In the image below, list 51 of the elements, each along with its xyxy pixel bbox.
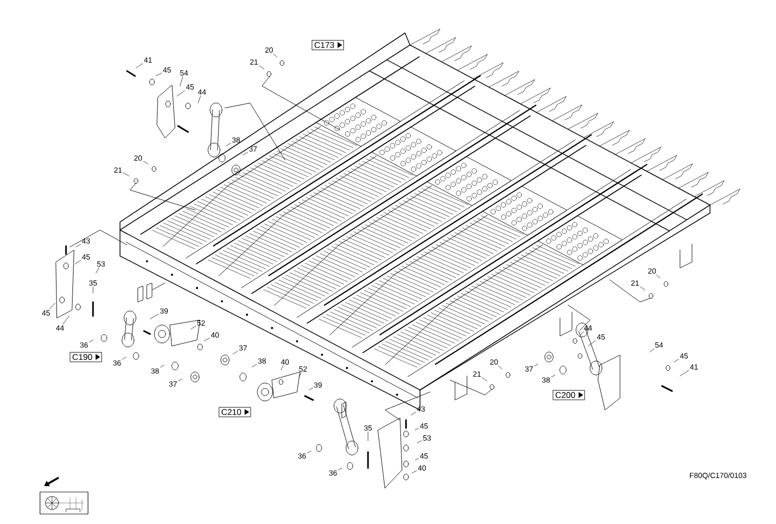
- leader-line: [307, 450, 312, 454]
- leader-line: [226, 143, 231, 146]
- leader-line: [680, 370, 689, 376]
- leader-line: [92, 286, 94, 294]
- leader-line: [122, 356, 126, 360]
- leader-line: [534, 364, 538, 366]
- leader-line: [176, 90, 185, 96]
- leader-line: [410, 412, 416, 416]
- leader-line: [412, 470, 417, 474]
- leader-line: [156, 72, 162, 76]
- leader-line: [180, 76, 184, 86]
- leader-line: [259, 66, 264, 70]
- leader-line: [76, 244, 81, 248]
- leader-line: [198, 96, 201, 104]
- leader-line: [482, 378, 488, 382]
- leader-line: [580, 332, 584, 336]
- leader-line: [252, 364, 257, 368]
- leader-line: [62, 316, 70, 324]
- leader-line: [656, 274, 660, 278]
- reference-box: C190: [70, 352, 102, 362]
- leader-line: [551, 374, 556, 378]
- leader-line: [674, 359, 679, 362]
- leader-line: [204, 338, 210, 342]
- leader-line: [242, 152, 248, 156]
- leader-line: [414, 428, 419, 430]
- reference-box: C200: [552, 390, 585, 400]
- leader-line: [308, 388, 313, 390]
- leader-line: [232, 351, 238, 354]
- leader-line: [89, 340, 94, 342]
- leader-line: [49, 302, 56, 310]
- leader-line: [178, 378, 182, 382]
- leader-line: [136, 63, 143, 68]
- leader-line: [280, 366, 284, 370]
- leader-line: [498, 366, 502, 370]
- leader-line: [160, 364, 164, 368]
- leader-line: [74, 260, 81, 264]
- leader-line: [338, 468, 342, 470]
- leader-line: [414, 458, 419, 460]
- leader-line: [416, 440, 422, 444]
- leader-line: [190, 326, 196, 330]
- leader-line: [588, 340, 596, 346]
- leader-line: [96, 268, 100, 274]
- leader-line: [123, 172, 130, 176]
- reference-box: C173: [312, 40, 344, 50]
- leader-line: [150, 314, 159, 320]
- reference-box: C210: [218, 407, 251, 417]
- leader-line: [273, 54, 278, 58]
- leader-line: [298, 372, 302, 378]
- leader-line: [143, 161, 148, 164]
- leader-line: [640, 286, 646, 290]
- leader-line: [650, 348, 654, 352]
